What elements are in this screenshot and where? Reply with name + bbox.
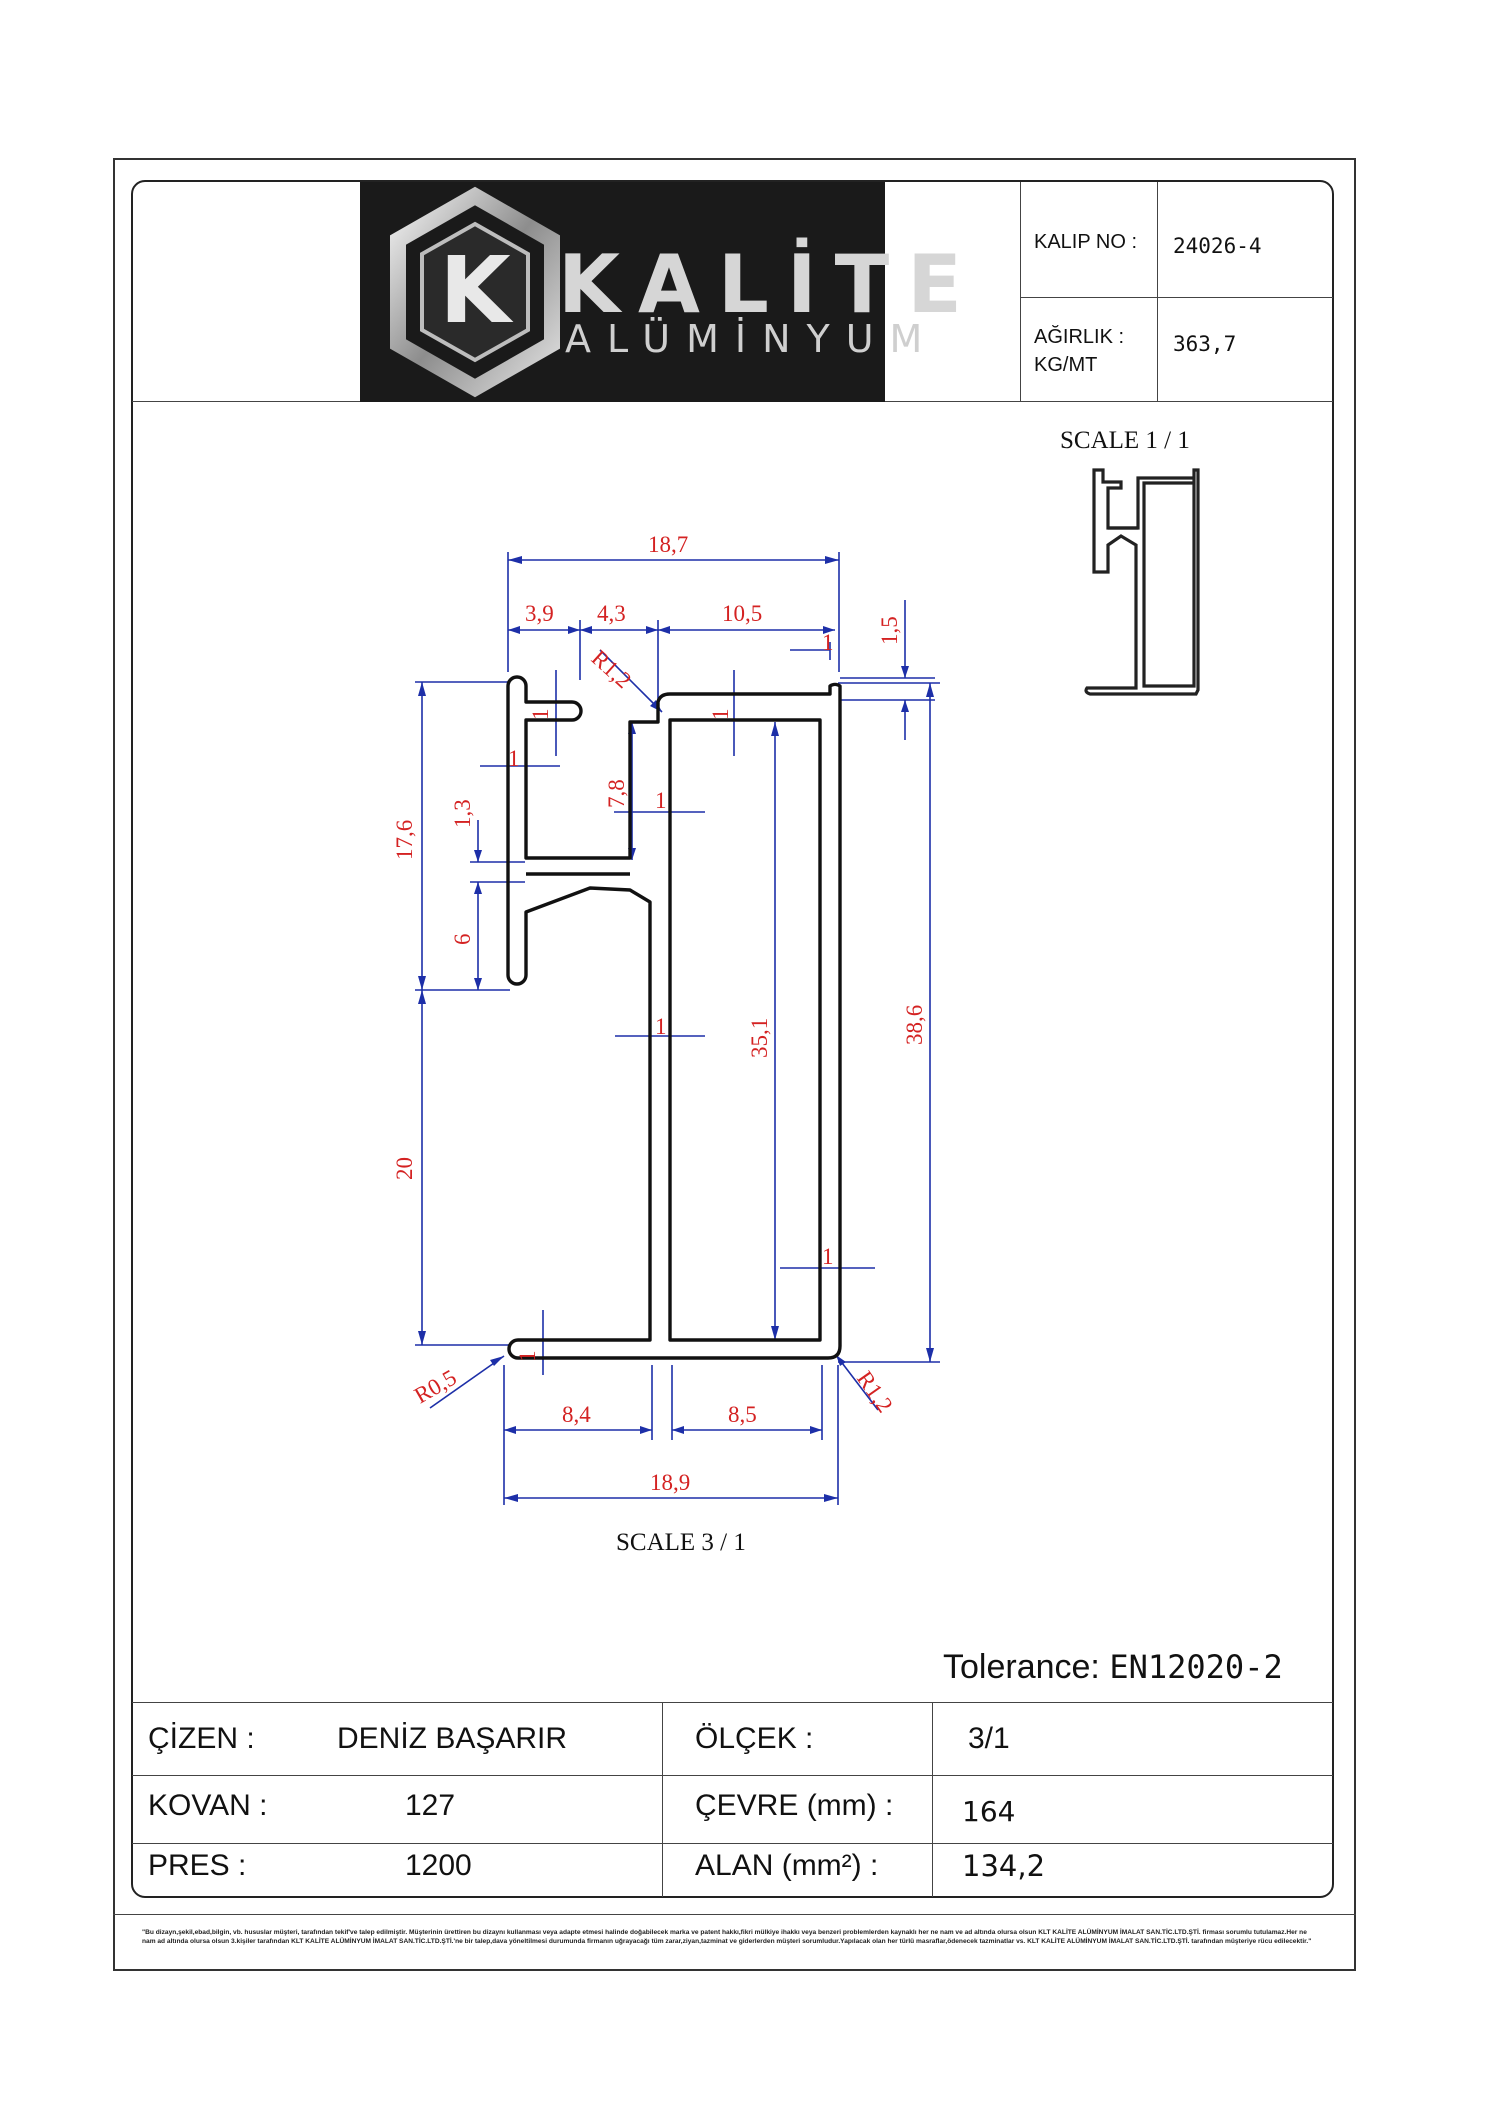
dim-1-bottom-lip: 1 [515,1351,540,1363]
title-block-divider-left [1020,182,1021,401]
cizen-label: ÇİZEN : [148,1722,255,1755]
dim-35-1: 35,1 [747,1018,772,1058]
info-table-row2 [132,1843,1333,1844]
company-logo: K KALİTE ALÜMİNYUM [360,182,962,402]
title-block-divider-mid [1157,182,1158,401]
dim-20: 20 [392,1157,417,1180]
dim-1-stem-top: 1 [655,788,667,813]
dimension-arrowheads [418,556,934,1502]
drawing-frame [131,180,1334,1898]
dim-8-5: 8,5 [728,1402,757,1427]
logo-hexagon-icon: K [390,186,560,398]
dim-1-5: 1,5 [877,616,902,645]
agirlik-value: 363,7 [1173,332,1237,356]
pres-label: PRES : [148,1849,247,1882]
dim-7-8: 7,8 [604,779,629,808]
dim-17-6: 17,6 [392,820,417,860]
dimension-lines [415,552,940,1505]
dim-1-top-inner: 1 [708,709,733,721]
dim-r0-5: R0,5 [410,1365,461,1409]
tolerance-label: Tolerance: [943,1648,1100,1686]
kovan-value: 127 [405,1789,456,1822]
info-table-col1 [662,1702,663,1897]
agirlik-unit-label: KG/MT [1034,354,1098,376]
dimension-labels: 18,7 3,9 4,3 10,5 1,5 R1,2 1 1 1 1 17,6 … [392,532,927,1495]
alan-label: ALAN (mm²) : [695,1849,879,1882]
scale-main-label: SCALE 3 / 1 [616,1529,746,1556]
profile-outline [506,675,842,1360]
olcek-value: 3/1 [968,1722,1010,1755]
dim-4-3: 4,3 [597,601,626,626]
dim-18-9: 18,9 [650,1470,690,1495]
tolerance-value: EN12020-2 [1109,1648,1283,1686]
pres-value: 1200 [405,1849,472,1882]
profile-thumbnail [1084,468,1200,696]
cevre-value: 164 [962,1795,1016,1828]
dim-1-left-wall: 1 [508,746,520,771]
logo-word-aluminyum: ALÜMİNYUM [565,317,939,361]
dim-38-6: 38,6 [902,1005,927,1045]
dim-r1-2-top: R1,2 [587,645,636,693]
cevre-label: ÇEVRE (mm) : [695,1789,894,1822]
info-table-top [132,1702,1333,1703]
agirlik-label: AĞIRLIK : [1034,326,1125,348]
logo-monogram: K [439,237,514,344]
outer-border [113,158,1356,1971]
info-table-row1 [132,1775,1333,1776]
kovan-label: KOVAN : [148,1789,268,1822]
dim-6: 6 [450,934,475,946]
kalip-no-value: 24026-4 [1173,234,1262,258]
dim-1-right-lower: 1 [822,1244,834,1269]
dim-3-9: 3,9 [525,601,554,626]
scale-small-label: SCALE 1 / 1 [1060,427,1190,454]
dim-1-3: 1,3 [450,799,475,828]
tolerance: Tolerance: EN12020-2 [943,1648,1283,1687]
olcek-label: ÖLÇEK : [695,1722,814,1755]
kalip-no-label: KALIP NO : [1034,231,1138,253]
dim-10-5: 10,5 [722,601,762,626]
dim-1-stem-mid: 1 [655,1014,667,1039]
alan-value: 134,2 [962,1849,1046,1883]
dim-8-4: 8,4 [562,1402,591,1427]
legal-footer-note: "Bu dizayn,şekil,ebad,bilgin, vb. hususl… [142,1929,1312,1945]
cizen-value: DENİZ BAŞARIR [337,1722,568,1755]
dim-1-lip: 1 [528,709,553,721]
info-table-col2 [932,1702,933,1897]
dim-r1-2-bottom: R1,2 [852,1367,898,1417]
dim-1-top-right: 1 [822,630,834,655]
logo-word-kalite: KALİTE [558,238,980,331]
title-block-row-divider [1020,297,1333,298]
dim-18-7: 18,7 [648,532,688,557]
footer-divider [113,1914,1356,1915]
